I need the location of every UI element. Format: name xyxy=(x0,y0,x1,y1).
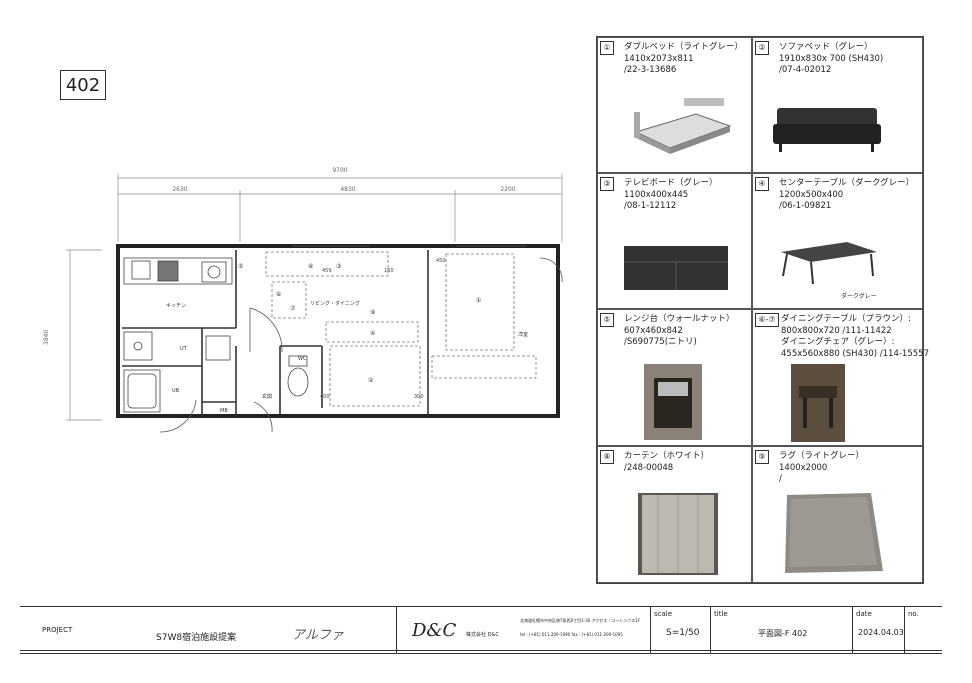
furniture-item: ⑨ ラグ（ライトグレー）1400x2000/ xyxy=(752,446,923,583)
item-size: 1100x400x445 xyxy=(624,189,689,200)
item-name: テレビボード（グレー） xyxy=(624,178,718,188)
plan-marker: ⑨ xyxy=(370,309,375,316)
project-name: S7W8宿泊施設提案 xyxy=(156,633,237,643)
item-name: ダイニングテーブル（ブラウン）: xyxy=(781,314,911,324)
item-name: レンジ台（ウォールナット） xyxy=(624,314,735,324)
small-dim: 150 xyxy=(384,268,394,274)
item-caption: ダークグレー xyxy=(841,293,877,300)
plan-marker: ④ xyxy=(370,330,375,337)
item-name: ラグ（ライトグレー） xyxy=(779,451,865,461)
center-table-photo xyxy=(781,242,877,285)
item-number: ④ xyxy=(755,177,769,191)
room-label-living: リビング・ダイニング xyxy=(310,300,360,307)
company-logo: D&C xyxy=(412,620,457,641)
item-size: 1400x2000 xyxy=(779,462,828,473)
furniture-list: ① ダブルベッド（ライトグレー）1410x2073x811/22-3-13686… xyxy=(596,36,929,584)
item-number: ⑥-⑦ xyxy=(755,313,779,327)
room-label-mb: MB xyxy=(220,408,228,414)
item-size: 1200x500x400 xyxy=(779,189,844,200)
item-code: /S690775(ニトリ) xyxy=(624,337,697,347)
number-label: no. xyxy=(908,610,919,618)
item-code: / xyxy=(779,474,782,484)
scale-label: scale xyxy=(654,610,673,618)
item-size: 800x800x720 /111-11422 xyxy=(781,325,892,336)
dining-set-photo xyxy=(791,364,845,442)
item-code: /06-1-09821 xyxy=(779,201,832,211)
room-label-bedroom: 洋室 xyxy=(518,331,528,338)
item-code: /08-1-12112 xyxy=(624,201,677,211)
range-stand-photo xyxy=(644,364,702,440)
room-number-badge: 402 xyxy=(60,70,106,100)
item-extra: 455x560x880 (SH430) /114-15557 xyxy=(781,348,929,359)
rug-photo xyxy=(785,493,883,573)
plan-marker: ⑧ xyxy=(308,263,313,270)
dim-total: 9700 xyxy=(332,167,347,174)
room-label-kitchen: キッチン xyxy=(166,303,186,309)
item-code: ダイニングチェア（グレー）: xyxy=(781,337,895,347)
dim-height: 3840 xyxy=(43,330,50,345)
curtain-photo xyxy=(638,493,718,575)
item-code: /07-4-02012 xyxy=(779,65,832,75)
date-value: 2024.04.03 xyxy=(858,628,904,637)
floor-plan: 9700 2630 4830 2200 3840 xyxy=(43,167,563,433)
plan-marker: ⑦ xyxy=(290,305,296,312)
furniture-item: ③ テレビボード（グレー）1100x400x445/08-1-12112 xyxy=(597,173,752,309)
plan-marker: ⑥ xyxy=(276,291,281,298)
scale-value: S=1/50 xyxy=(666,628,700,638)
project-label: PROJECT xyxy=(42,626,73,634)
dim-seg1: 2630 xyxy=(172,186,187,193)
furniture-item: ② ソファベッド（グレー）1910x830x 700 (SH430)/07-4-… xyxy=(752,37,923,173)
title-label: title xyxy=(714,610,728,618)
item-size: 607x460x842 xyxy=(624,325,683,336)
sofa-photo xyxy=(773,108,881,152)
room-label-entrance: 玄関 xyxy=(262,393,272,400)
item-name: ソファベッド（グレー） xyxy=(779,42,873,52)
plan-marker: ⑤ xyxy=(238,263,243,270)
item-size: 1910x830x 700 (SH430) xyxy=(779,53,884,64)
item-number: ⑨ xyxy=(755,450,769,464)
item-number: ① xyxy=(600,41,614,55)
company-address: 北海道札幌市中央区南7条西8丁目1-36 アクセス・コートハウス1F xyxy=(520,618,641,623)
small-dim: 400 xyxy=(320,394,330,400)
item-number: ② xyxy=(755,41,769,55)
furniture-item: ① ダブルベッド（ライトグレー）1410x2073x811/22-3-13686 xyxy=(597,37,752,173)
company-name: 株式会社 D&C xyxy=(466,632,499,638)
small-dim: 450 xyxy=(436,258,446,264)
dim-seg3: 2200 xyxy=(500,186,515,193)
item-code: /22-3-13686 xyxy=(624,65,677,75)
bed-photo xyxy=(634,98,732,154)
plan-marker: ① xyxy=(476,297,481,304)
item-name: カーテン（ホワイト） xyxy=(624,451,710,461)
item-number: ⑧ xyxy=(600,450,614,464)
furniture-item: ⑧ カーテン（ホワイト）/248-00048 xyxy=(597,446,752,583)
tv-board-photo xyxy=(624,246,728,290)
item-size: 1410x2073x811 xyxy=(624,53,694,64)
item-name: ダブルベッド（ライトグレー） xyxy=(624,42,744,52)
room-label-wc: WC xyxy=(298,356,307,362)
company-tel: tel : (+81) 011-200-1090 fax : (+81) 011… xyxy=(520,632,623,637)
handwritten-signature: アルファ xyxy=(292,628,344,643)
title-value: 平面図-F 402 xyxy=(758,629,808,638)
item-name: センターテーブル（ダークグレー） xyxy=(779,178,915,188)
date-label: date xyxy=(856,610,872,618)
title-block: PROJECT S7W8宿泊施設提案 アルファ D&C 株式会社 D&C 北海道… xyxy=(20,606,942,655)
room-label-ut: UT xyxy=(180,346,188,352)
item-size: /248-00048 xyxy=(624,462,674,473)
plan-marker: ③ xyxy=(336,263,341,270)
furniture-item: ⑤ レンジ台（ウォールナット）607x460x842/S690775(ニトリ) xyxy=(597,309,752,446)
furniture-item: ④ センターテーブル（ダークグレー）1200x500x400/06-1-0982… xyxy=(752,173,923,309)
item-number: ⑤ xyxy=(600,313,614,327)
dim-seg2: 4830 xyxy=(340,186,355,193)
item-number: ③ xyxy=(600,177,614,191)
plan-marker: ② xyxy=(368,377,374,384)
furniture-item: ⑥-⑦ ダイニングテーブル（ブラウン）:800x800x720 /111-114… xyxy=(752,309,929,446)
small-dim: 459 xyxy=(322,268,332,274)
room-label-ub: UB xyxy=(172,388,180,394)
small-dim: 300 xyxy=(414,394,424,400)
